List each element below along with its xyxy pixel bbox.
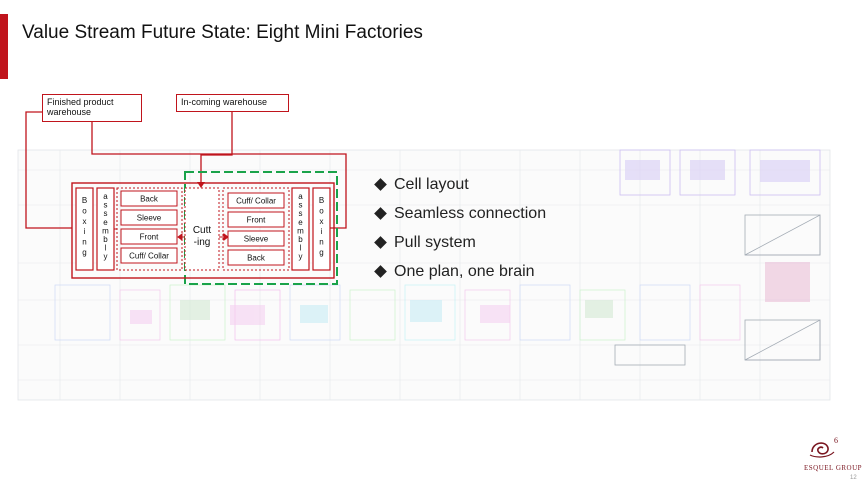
diamond-bullet-icon [374,236,387,249]
bullet-item: One plan, one brain [374,257,546,286]
right-part-back: Back [247,254,266,263]
diamond-bullet-icon [374,178,387,191]
flow-lines [25,111,347,229]
slide-title: Value Stream Future State: Eight Mini Fa… [22,22,423,43]
diamond-bullet-icon [374,265,387,278]
left-part-front: Front [140,233,159,242]
incoming-warehouse-callout: In-coming warehouse [176,94,289,112]
page-number: 12 [850,475,857,481]
bullet-text: Seamless connection [394,204,547,222]
cell-outer-border [71,182,335,279]
esquel-group-logo-text: ESQUEL GROUP [804,464,863,472]
diamond-bullet-icon [374,207,387,220]
right-part-sleeve: Sleeve [244,235,269,244]
left-boxing-box [75,187,94,271]
bullet-item: Cell layout [374,170,546,199]
cutting-label-line1: Cutt [193,225,212,236]
right-assembly-box [291,187,310,271]
bullet-text: Cell layout [394,175,469,193]
bullet-item: Pull system [374,228,546,257]
bullet-item: Seamless connection [374,199,546,228]
left-part-sleeve: Sleeve [137,214,162,223]
bullet-text: Pull system [394,233,476,251]
logo-mark-glyph: 6 [834,436,838,445]
right-boxing-box [312,187,331,271]
title-accent-bar [0,14,8,79]
finished-product-warehouse-callout: Finished product warehouse [42,94,142,122]
right-part-cuff-collar: Cuff/ Collar [236,197,276,206]
bullet-list: Cell layout Seamless connection Pull sys… [374,170,546,286]
right-parts-group [222,187,290,271]
right-part-front: Front [247,216,266,225]
left-part-cuff-collar: Cuff/ Collar [129,252,169,261]
left-part-back: Back [140,195,159,204]
bullet-text: One plan, one brain [394,262,535,280]
cutting-box [184,187,220,271]
right-parts: Cuff/ Collar Front Sleeve Back [227,192,285,266]
esquel-logo-mark [809,442,835,458]
cutting-label-line2: -ing [194,237,211,248]
left-parts: Back Sleeve Front Cuff/ Collar [120,190,178,264]
